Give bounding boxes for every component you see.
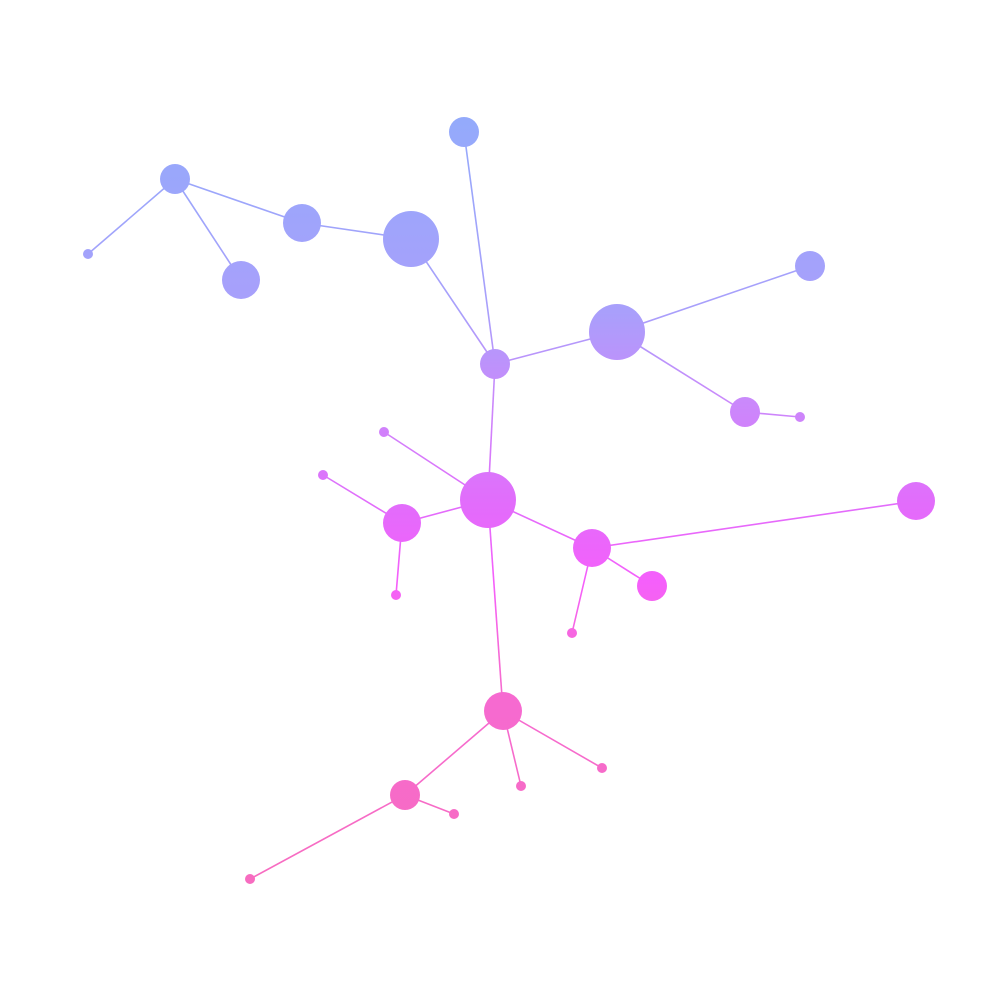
node-17[interactable] xyxy=(573,529,611,567)
edge-8-9 xyxy=(616,265,811,333)
edge-2-3 xyxy=(87,178,176,255)
node-13[interactable] xyxy=(379,427,389,437)
edge-2-5 xyxy=(174,178,242,281)
node-11[interactable] xyxy=(795,412,805,422)
node-23[interactable] xyxy=(516,781,526,791)
node-1[interactable] xyxy=(449,117,479,147)
node-5[interactable] xyxy=(222,261,260,299)
node-12[interactable] xyxy=(460,472,516,528)
node-21[interactable] xyxy=(484,692,522,730)
edge-1-7 xyxy=(463,131,496,365)
edge-21-24 xyxy=(404,710,504,796)
node-24[interactable] xyxy=(390,780,420,810)
node-22[interactable] xyxy=(597,763,607,773)
node-10[interactable] xyxy=(730,397,760,427)
node-18[interactable] xyxy=(897,482,935,520)
node-2[interactable] xyxy=(160,164,190,194)
node-19[interactable] xyxy=(637,571,667,601)
node-15[interactable] xyxy=(383,504,421,542)
node-9[interactable] xyxy=(795,251,825,281)
edge-21-22 xyxy=(502,710,603,769)
nodes-layer xyxy=(83,117,935,884)
edge-12-21 xyxy=(487,499,504,712)
edge-2-4 xyxy=(174,178,303,224)
node-25[interactable] xyxy=(449,809,459,819)
node-20[interactable] xyxy=(567,628,577,638)
node-4[interactable] xyxy=(283,204,321,242)
node-8[interactable] xyxy=(589,304,645,360)
node-7[interactable] xyxy=(480,349,510,379)
node-26[interactable] xyxy=(245,874,255,884)
node-6[interactable] xyxy=(383,211,439,267)
node-3[interactable] xyxy=(83,249,93,259)
edge-17-18 xyxy=(591,500,917,549)
node-16[interactable] xyxy=(391,590,401,600)
node-14[interactable] xyxy=(318,470,328,480)
edge-24-26 xyxy=(249,794,406,880)
